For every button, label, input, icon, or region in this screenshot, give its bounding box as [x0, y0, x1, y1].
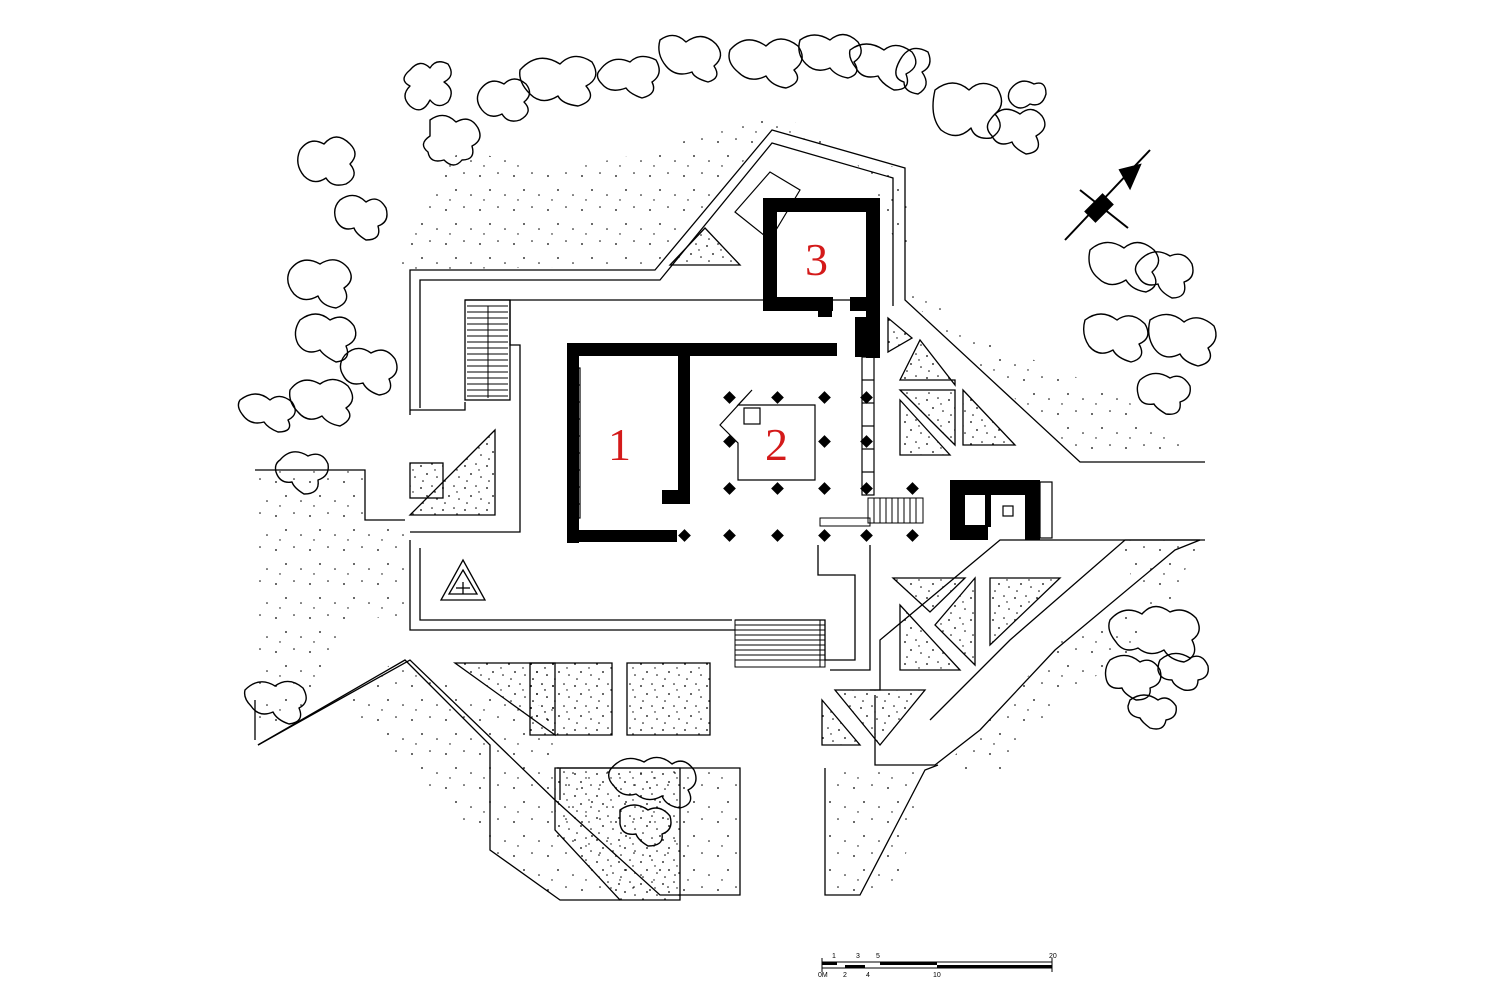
building-walls [567, 198, 1040, 543]
columns [678, 391, 919, 542]
scale-tick-label: 2 [843, 972, 847, 979]
scale-tick-label: 10 [933, 972, 941, 979]
north-arrow-icon [1064, 149, 1151, 241]
scale-tick-label: 5 [876, 953, 880, 960]
room-2-label: 2 [765, 419, 788, 470]
tree-icon [237, 33, 1217, 847]
scale-bar [821, 958, 1053, 972]
stairs-south [734, 619, 826, 668]
scale-tick-label: 20 [1049, 953, 1057, 960]
scale-tick-label: 3 [856, 953, 860, 960]
triangle-beds [408, 227, 1062, 901]
stippled-ground [255, 110, 1200, 900]
scale-tick-label: 1 [832, 953, 836, 960]
stairs-west [467, 305, 508, 398]
room-3-label: 3 [805, 234, 828, 285]
room-1-label: 1 [608, 419, 631, 470]
scale-tick-label: 0M [818, 972, 828, 979]
stairs-east [819, 497, 924, 527]
stairs [467, 305, 924, 668]
triangle-fountain-icon [439, 558, 487, 601]
scale-tick-label: 4 [866, 972, 870, 979]
building-details [569, 171, 1053, 539]
